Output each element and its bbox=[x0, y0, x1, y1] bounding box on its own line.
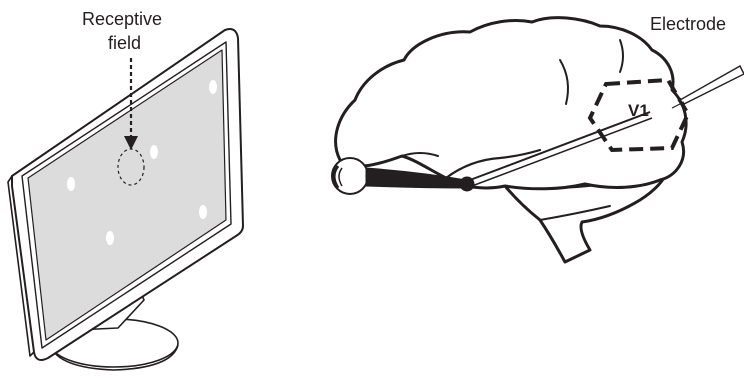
electrode-label: Electrode bbox=[650, 14, 726, 34]
stimulus-dot bbox=[67, 177, 75, 191]
electrode bbox=[672, 66, 744, 108]
receptive-field-label-line2: field bbox=[108, 33, 141, 53]
v1-label: V1 bbox=[628, 101, 649, 121]
stimulus-dot bbox=[150, 145, 158, 159]
stimulus-dot bbox=[209, 80, 217, 94]
eye bbox=[332, 158, 368, 194]
stimulus-dot bbox=[106, 231, 114, 245]
receptive-field-label-line1: Receptive bbox=[82, 9, 162, 29]
monitor bbox=[8, 29, 243, 370]
brain bbox=[336, 18, 686, 262]
stimulus-dot bbox=[199, 205, 207, 219]
